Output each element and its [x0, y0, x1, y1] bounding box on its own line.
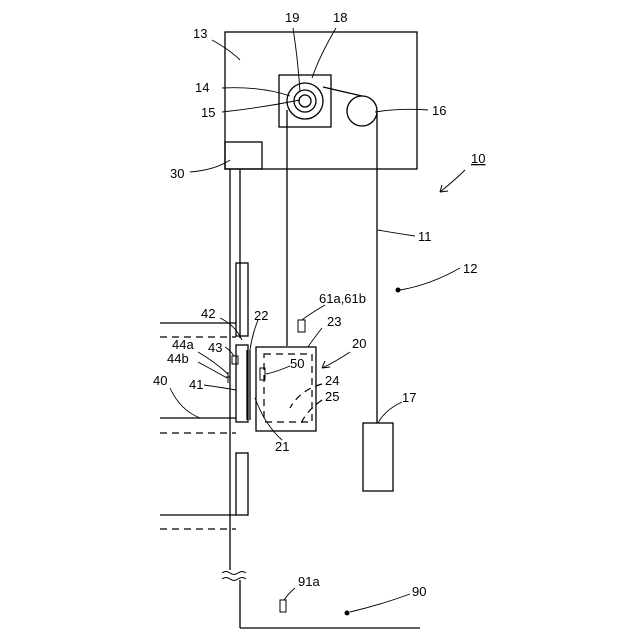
lead-91a — [284, 588, 295, 600]
space-dot-12 — [396, 288, 401, 293]
label-91a: 91a — [298, 574, 320, 589]
lead-22 — [250, 320, 258, 350]
label-42: 42 — [201, 306, 215, 321]
sheave-hub — [299, 95, 311, 107]
label-90: 90 — [412, 584, 426, 599]
label-17: 17 — [402, 390, 416, 405]
label-24: 24 — [325, 373, 339, 388]
lead-50 — [266, 366, 290, 374]
lead-17 — [378, 402, 402, 423]
lead-44b — [198, 362, 227, 378]
label-19: 19 — [285, 10, 299, 25]
break-mark-b — [222, 578, 246, 581]
door-lower — [236, 453, 248, 515]
label-13: 13 — [193, 26, 207, 41]
space-dot-90 — [345, 611, 350, 616]
device-61 — [298, 320, 305, 332]
label-41: 41 — [189, 377, 203, 392]
label-25: 25 — [325, 389, 339, 404]
label-10: 10 — [471, 151, 485, 166]
label-15: 15 — [201, 105, 215, 120]
lead-61 — [302, 305, 325, 320]
sheave-outer — [287, 83, 323, 119]
label-43: 43 — [208, 340, 222, 355]
lead-14 — [222, 88, 290, 96]
label-18: 18 — [333, 10, 347, 25]
lead-19 — [293, 28, 300, 92]
label-61: 61a,61b — [319, 291, 366, 306]
label-44a: 44a — [172, 337, 194, 352]
machine-room — [225, 32, 417, 169]
lead-16 — [375, 109, 428, 112]
lead-12 — [400, 268, 460, 290]
door-upper — [236, 263, 248, 336]
lead-40 — [170, 388, 200, 418]
label-22: 22 — [254, 308, 268, 323]
label-21: 21 — [275, 439, 289, 454]
label-44b: 44b — [167, 351, 189, 366]
label-14: 14 — [195, 80, 209, 95]
lead-20 — [322, 352, 350, 368]
device-91a — [280, 600, 286, 612]
lead-24 — [290, 384, 322, 408]
lead-11 — [378, 230, 415, 236]
label-12: 12 — [463, 261, 477, 276]
lead-21 — [255, 398, 282, 440]
lead-90 — [350, 594, 410, 612]
lead-10 — [440, 170, 465, 192]
rope-top — [323, 87, 362, 96]
lead-30 — [190, 160, 230, 172]
lead-18 — [312, 28, 336, 78]
label-11: 11 — [418, 229, 432, 244]
counterweight — [363, 423, 393, 491]
label-20: 20 — [352, 336, 366, 351]
label-40: 40 — [153, 373, 167, 388]
label-50: 50 — [290, 356, 304, 371]
component-43 — [232, 356, 238, 364]
car-interior — [264, 354, 312, 422]
lead-41 — [204, 385, 236, 390]
deflector-pulley — [347, 96, 377, 126]
lead-13 — [212, 40, 240, 60]
sheave-inner — [294, 90, 316, 112]
break-mark-a — [222, 572, 246, 575]
label-16: 16 — [432, 103, 446, 118]
lead-44a — [198, 352, 228, 374]
controller-box — [225, 142, 262, 169]
label-23: 23 — [327, 314, 341, 329]
lead-23 — [308, 328, 322, 347]
label-30: 30 — [170, 166, 184, 181]
